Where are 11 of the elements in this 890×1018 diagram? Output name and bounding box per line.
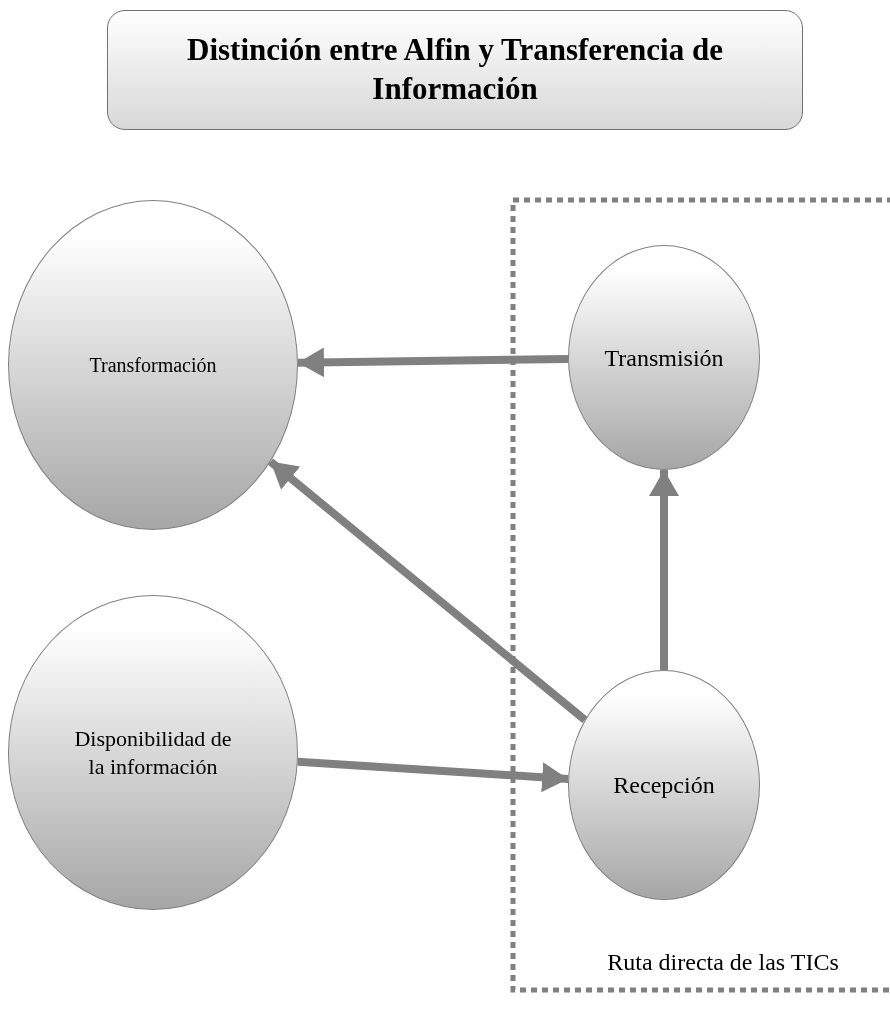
node-label: Transformación	[89, 352, 217, 378]
region-label: Ruta directa de las TICs	[606, 949, 840, 976]
node-label: Recepción	[613, 771, 715, 800]
dashed-region	[513, 200, 890, 990]
arrow	[297, 757, 569, 793]
node-label: Disponibilidad de la información	[73, 725, 233, 780]
arrow	[297, 347, 569, 378]
arrow	[268, 458, 588, 724]
node-label: Transmisión	[604, 343, 724, 373]
title: Distinción entre Alfin y Transferencia de Información	[186, 31, 724, 108]
arrow	[649, 470, 679, 670]
